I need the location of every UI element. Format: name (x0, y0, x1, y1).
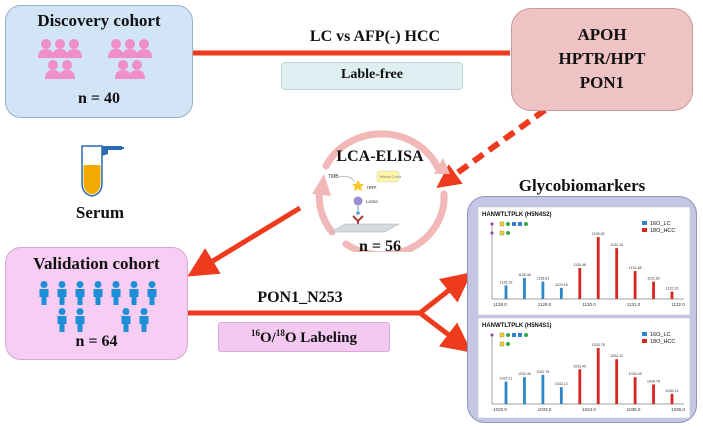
validation-n: n = 64 (75, 333, 118, 350)
panel2-peak-label: 1032.45 (518, 372, 531, 376)
elisa-lectin-label: Lectin (366, 199, 379, 204)
panel2-glycan-icon (490, 332, 528, 347)
validation-people-icons (39, 281, 157, 332)
discovery-cohort-box: Discovery cohort n = 40 (5, 5, 193, 118)
panel2-peak-hcc (670, 393, 674, 404)
serum-label: Serum (75, 203, 125, 222)
validation-cohort-box: Validation cohort n = 64 (5, 247, 188, 360)
labelfree-box (281, 62, 463, 90)
panel1-xtick: 1128.0 (493, 302, 507, 307)
candidate-proteins-box: APOH HPTR/HPT PON1 (511, 8, 693, 111)
panel1-peak-hcc (578, 268, 582, 299)
panel1-peak-label: 1131.15 (610, 243, 623, 247)
isotope-tail: O Labeling (284, 330, 357, 346)
panel2-peak-label: 1034.12 (610, 354, 623, 358)
panel2-peak-lc (504, 381, 508, 404)
panel2-peak-label: 1033.78 (592, 343, 605, 347)
isotope-labeling-label: 16O/18O Labeling (218, 328, 390, 347)
isotope-16-sup: 16 (251, 328, 261, 338)
panel2-peak-hcc (615, 359, 619, 404)
panel2-xtick: 1032.0 (493, 407, 507, 412)
panel1-xtick: 1131.0 (627, 302, 641, 307)
panel1-peak-hcc (652, 281, 655, 299)
discovery-people-icons (38, 39, 152, 79)
serum-tube-icon (81, 145, 124, 197)
panel1-peak-lc (541, 281, 545, 299)
panel2-xtick: 1035.0 (627, 407, 641, 412)
candidate-hptr-hpt: HPTR/HPT (558, 49, 646, 68)
panel2-title: HANWTLTPLK (H5N4S1) (482, 323, 552, 329)
split-lower-arrow (418, 311, 472, 353)
labelfree-label: Lable-free (341, 67, 403, 82)
pon1-site-label: PON1_N253 (257, 289, 343, 306)
candidate-apoh: APOH (577, 25, 627, 44)
panel1-peak-hcc (596, 237, 600, 299)
panel1-peak-label: 1130.82 (592, 232, 605, 236)
panel2-peak-lc (541, 374, 545, 404)
panel1-peak-lc (523, 277, 526, 299)
glycobiomarkers-title: Glycobiomarkers (518, 176, 646, 195)
panel1-peak-label: 1129.15 (555, 283, 568, 287)
panel1-peak-label: 1131.48 (629, 266, 642, 270)
isotope-main: O/ (260, 330, 276, 346)
panel2-peak-hcc (633, 377, 637, 404)
panel1-peak-lc (559, 287, 563, 299)
panel2-legend-hcc: 18O_HCC (650, 339, 675, 345)
elisa-assay-diagram: TMB Yellow Color HRP Lectin Antibody (328, 170, 402, 233)
isotope-18-sup: 18 (275, 328, 285, 338)
panel1-peak-hcc (670, 291, 674, 299)
panel2-peak-lc (523, 377, 526, 404)
panel1-glycan-icon (490, 221, 528, 236)
panel1-peak-hcc (615, 248, 619, 299)
panel2-peak-label: 1032.11 (500, 377, 513, 381)
panel1-xtick: 1132.0 (671, 302, 685, 307)
elisa-hrp-label: HRP (367, 185, 377, 190)
panel2-peak-lc (559, 387, 563, 404)
elisa-product-label: Yellow Color (379, 174, 402, 179)
isotope-labeling-box (218, 322, 390, 352)
panel2-xtick: 1034.0 (582, 407, 596, 412)
validation-title: Validation cohort (33, 254, 160, 273)
spectrum-panel-1: HANWTLTPLK (H5N4S2) 16O_LC 18O_HCC 1128.… (478, 207, 690, 315)
panel1-legend-lc: 16O_LC (650, 221, 671, 227)
panel1-xtick: 1130.0 (582, 302, 596, 307)
panel2-peak-label: 1035.12 (666, 389, 679, 393)
panel1-legend-hcc: 18O_HCC (650, 228, 675, 234)
elisa-to-validation-arrow (187, 205, 302, 277)
discovery-title: Discovery cohort (37, 11, 161, 30)
panel2-peak-hcc (596, 348, 600, 404)
split-upper-arrow (418, 272, 472, 315)
panel1-peak-label: 1128.81 (537, 277, 550, 281)
elisa-n: n = 56 (358, 238, 401, 255)
spectrum-panel-2: HANWTLTPLK (H5N4S1) 16O_LC 18O_HCC 1032.… (478, 318, 690, 418)
panel2-peak-hcc (652, 384, 655, 404)
panel2-peak-label: 1033.45 (573, 364, 586, 368)
panel1-peak-lc (504, 285, 508, 299)
comparison-label: LC vs AFP(-) HCC (309, 28, 441, 45)
panel2-legend-lc: 16O_LC (650, 332, 671, 338)
discovery-n: n = 40 (77, 90, 120, 107)
panel1-peak-label: 1131.82 (647, 277, 660, 281)
panel1-peak-label: 1130.48 (573, 263, 586, 267)
panel1-peak-label: 1132.15 (666, 287, 679, 291)
candidates-to-elisa-arrow (436, 107, 547, 188)
panel2-peak-label: 1034.45 (629, 372, 642, 376)
candidate-pon1: PON1 (579, 73, 625, 92)
panel1-title: HANWTLTPLK (H5N4S2) (482, 212, 552, 218)
panel2-peak-label: 1034.78 (647, 379, 660, 383)
panel2-peak-label: 1032.78 (536, 370, 549, 374)
panel2-peak-hcc (578, 369, 582, 404)
panel2-xtick: 1033.0 (538, 407, 552, 412)
elisa-tmb-label: TMB (328, 174, 339, 180)
elisa-cycle-arrows (312, 130, 450, 252)
panel1-peak-label: 1128.19 (500, 280, 513, 284)
panel2-xtick: 1036.0 (671, 407, 685, 412)
panel2-peak-label: 1033.12 (555, 382, 568, 386)
elisa-title: LCA-ELISA (336, 148, 424, 165)
panel1-xtick: 1129.0 (538, 302, 552, 307)
panel1-peak-hcc (633, 271, 637, 299)
panel1-peak-label: 1128.46 (518, 273, 531, 277)
